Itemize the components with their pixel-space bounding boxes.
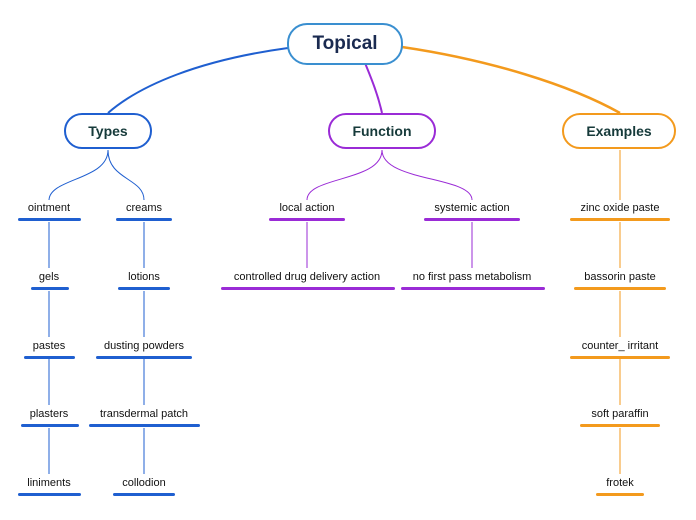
link-root-function — [364, 62, 383, 114]
underline-collodion — [113, 493, 175, 496]
leaf-frotek[interactable]: frotek — [606, 477, 634, 489]
underline-lotions — [118, 287, 170, 290]
root-node[interactable]: Topical — [287, 23, 403, 65]
leaf-collodion[interactable]: collodion — [122, 477, 166, 489]
leaf-gels[interactable]: gels — [38, 271, 60, 283]
leaf-zinc-oxide-paste[interactable]: zinc oxide paste — [580, 202, 660, 214]
underline-systemic-action — [424, 218, 520, 221]
leaf-creams[interactable]: creams — [125, 202, 163, 214]
link-root-types — [107, 47, 289, 114]
underline-gels — [31, 287, 69, 290]
leaf-liniments[interactable]: liniments — [27, 477, 71, 489]
leaf-dusting-powders[interactable]: dusting powders — [103, 340, 185, 352]
underline-dusting-powders — [96, 356, 192, 359]
underline-ointment — [18, 218, 81, 221]
link-types-ointment — [48, 149, 109, 201]
underline-transdermal-patch — [89, 424, 200, 427]
underline-liniments — [18, 493, 81, 496]
underline-frotek — [596, 493, 644, 496]
underline-soft-paraffin — [580, 424, 660, 427]
underline-plasters — [21, 424, 79, 427]
branch-function[interactable]: Function — [328, 113, 436, 149]
leaf-counter-irritant[interactable]: counter_ irritant — [581, 340, 659, 352]
link-function-local — [306, 149, 383, 201]
branch-examples[interactable]: Examples — [562, 113, 676, 149]
underline-creams — [116, 218, 172, 221]
leaf-ointment[interactable]: ointment — [27, 202, 71, 214]
underline-pastes — [24, 356, 75, 359]
leaf-soft-paraffin[interactable]: soft paraffin — [591, 408, 649, 420]
underline-zinc-oxide-paste — [570, 218, 670, 221]
leaf-lotions[interactable]: lotions — [128, 271, 160, 283]
underline-bassorin-paste — [574, 287, 666, 290]
link-root-examples — [401, 45, 621, 115]
leaf-controlled-drug-delivery[interactable]: controlled drug delivery action — [233, 271, 381, 283]
branch-types[interactable]: Types — [64, 113, 152, 149]
leaf-local-action[interactable]: local action — [279, 202, 335, 214]
underline-local-action — [269, 218, 345, 221]
underline-counter-irritant — [570, 356, 670, 359]
underline-controlled-drug-delivery — [221, 287, 395, 290]
leaf-bassorin-paste[interactable]: bassorin paste — [584, 271, 656, 283]
underline-no-first-pass — [401, 287, 545, 290]
leaf-plasters[interactable]: plasters — [29, 408, 69, 420]
leaf-transdermal-patch[interactable]: transdermal patch — [99, 408, 189, 420]
leaf-pastes[interactable]: pastes — [32, 340, 66, 352]
link-function-systemic — [381, 149, 473, 201]
leaf-systemic-action[interactable]: systemic action — [434, 202, 510, 214]
link-types-creams — [107, 149, 145, 201]
leaf-no-first-pass[interactable]: no first pass metabolism — [412, 271, 532, 283]
